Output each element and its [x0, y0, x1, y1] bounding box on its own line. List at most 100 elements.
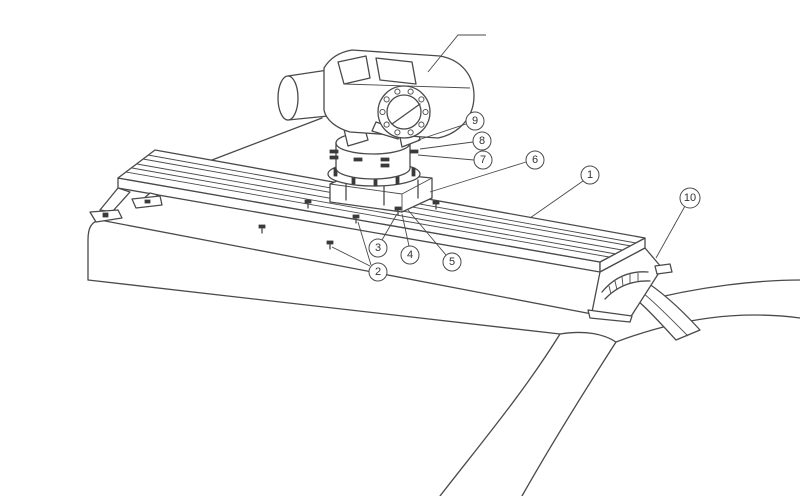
rail-groove — [131, 167, 617, 255]
callout-4: 4 — [400, 245, 420, 265]
callout-circle — [368, 262, 388, 282]
callout-label: 6 — [532, 154, 538, 166]
leader-lines — [331, 34, 686, 267]
sunshield-panel-left — [337, 55, 371, 85]
left-foot-rear-bolt — [144, 199, 151, 204]
right-foot-body — [591, 247, 663, 319]
callout-label: 1 — [587, 169, 593, 181]
washer — [353, 157, 363, 162]
leader-line-4 — [401, 213, 410, 247]
washer — [329, 149, 339, 154]
ir-led-hole — [407, 129, 414, 136]
flange-bolt — [411, 167, 416, 177]
roof-surface-line — [99, 219, 593, 315]
callout-9: 9 — [465, 111, 485, 131]
washer — [409, 149, 419, 154]
leader-line-2b — [357, 221, 372, 266]
leader-line-top — [427, 34, 486, 73]
callout-2: 2 — [368, 262, 388, 282]
callout-label: 9 — [472, 115, 478, 127]
ir-led-hole — [418, 96, 425, 103]
callout-circle — [400, 245, 420, 265]
right-foot-slot-outer — [601, 271, 649, 293]
screw — [304, 199, 312, 209]
screw — [326, 240, 334, 250]
callout-label: 5 — [449, 256, 455, 268]
ir-led-hole — [407, 88, 414, 95]
right-foot-pad — [587, 309, 633, 323]
callout-circle — [473, 150, 493, 170]
callout-label: 7 — [480, 154, 486, 166]
left-foot-bolt — [102, 212, 109, 218]
screw — [258, 224, 266, 234]
screw — [432, 200, 440, 210]
callout-circle — [442, 252, 462, 272]
callout-circle — [472, 131, 492, 151]
screw — [394, 206, 402, 216]
callout-6: 6 — [525, 150, 545, 170]
lens-inner-ring — [386, 94, 422, 130]
callout-label: 2 — [375, 266, 381, 278]
leader-line-10 — [655, 205, 686, 259]
fastening-screws — [258, 199, 440, 250]
left-foot-leg — [99, 187, 131, 213]
callout-circle — [465, 111, 485, 131]
leader-line-6 — [429, 161, 527, 193]
callout-circle — [679, 187, 701, 209]
lens-assembly — [377, 85, 431, 139]
rail-groove — [125, 171, 610, 258]
ir-led-hole — [394, 129, 401, 136]
leader-line-7 — [417, 154, 475, 161]
ir-led-hole — [383, 121, 390, 128]
ir-led-hole — [383, 96, 390, 103]
callout-3: 3 — [368, 238, 388, 258]
screw — [352, 214, 360, 224]
ir-led-hole — [418, 121, 425, 128]
leader-line-1 — [529, 180, 584, 219]
sunshield-panel-right — [375, 57, 417, 85]
leader-line-8 — [419, 141, 474, 150]
roof-left-edge — [87, 219, 101, 281]
housing-rear-cap — [277, 75, 299, 121]
callout-8: 8 — [472, 131, 492, 151]
callout-circle — [580, 165, 600, 185]
washer — [380, 163, 390, 168]
roof-front-edge — [87, 279, 561, 496]
washer — [380, 157, 390, 162]
lens-wiper — [391, 103, 421, 125]
callout-label: 10 — [684, 192, 696, 204]
ir-led-hole — [379, 108, 386, 116]
ir-led-hole — [422, 108, 429, 116]
right-foot-slot-inner — [604, 280, 651, 300]
windshield-edge — [521, 331, 617, 496]
callout-5: 5 — [442, 252, 462, 272]
right-foot-slot-hatch — [608, 273, 639, 295]
leader-line-2a — [331, 246, 371, 267]
roof-right-inner-edge — [615, 314, 800, 343]
callout-circle — [525, 150, 545, 170]
leader-line-9 — [417, 123, 467, 141]
ir-led-hole — [394, 88, 401, 95]
callout-7: 7 — [473, 150, 493, 170]
callouts: 1 2 3 4 5 6 7 8 — [368, 111, 701, 282]
left-foot-bracket — [89, 187, 163, 223]
callout-1: 1 — [580, 165, 600, 185]
leader-line-5 — [407, 209, 447, 256]
callout-circle — [368, 238, 388, 258]
right-foot-bracket — [587, 247, 673, 323]
camera-cable — [211, 117, 323, 161]
callout-label: 8 — [479, 135, 485, 147]
callout-label: 3 — [375, 242, 381, 254]
callout-label: 4 — [407, 249, 413, 261]
mounting-plate-edge — [329, 183, 403, 195]
mounting-plate-edge — [401, 177, 433, 195]
flange-bolt — [395, 175, 400, 185]
ir-led-ring — [379, 88, 429, 136]
right-foot-rear-pad — [654, 263, 673, 275]
leader-line-3 — [381, 213, 398, 241]
callout-10: 10 — [679, 187, 701, 209]
ptz-camera — [277, 49, 475, 213]
washer — [329, 155, 339, 160]
pan-base-washers — [329, 149, 419, 168]
